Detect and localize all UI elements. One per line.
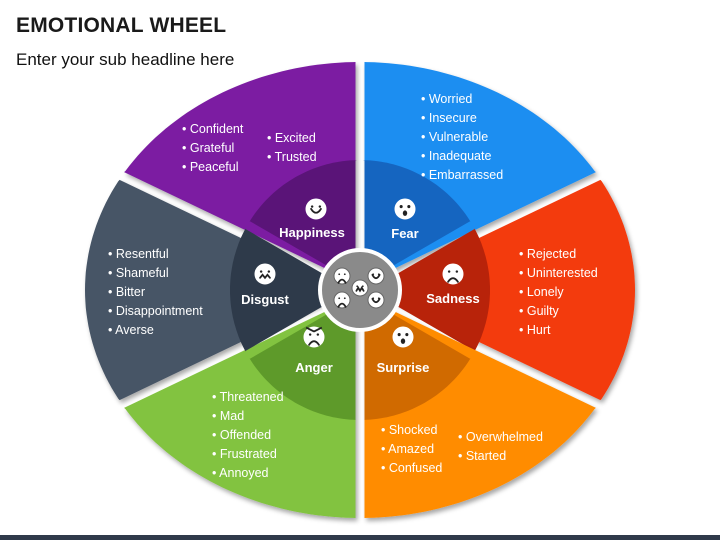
- segment-happiness-label: Happiness: [279, 225, 345, 240]
- segment-surprise-col2-item: • Started: [458, 449, 506, 463]
- segment-surprise-col1-item: • Confused: [381, 461, 442, 475]
- segment-disgust-label: Disgust: [241, 292, 289, 307]
- emotions-faces-icon: [318, 248, 402, 332]
- segment-sadness-col1-item: • Uninterested: [519, 266, 598, 280]
- center-face-icon: [333, 267, 351, 285]
- segment-happiness-col1-item: • Grateful: [182, 141, 234, 155]
- segment-sadness-hub: [362, 228, 490, 352]
- segment-disgust-col1-item: • Disappointment: [108, 304, 203, 318]
- segment-fear-col1-item: • Worried: [421, 92, 472, 106]
- segment-disgust-col1-item: • Bitter: [108, 285, 145, 299]
- segment-disgust: Disgust • Resentful • Shameful • Bitter • Di…: [85, 179, 358, 401]
- segment-disgust-hub: [230, 228, 358, 352]
- segment-anger-label: Anger: [295, 360, 333, 375]
- center-face-icon: [367, 267, 385, 285]
- segment-happiness-col1-item: • Confident: [182, 122, 244, 136]
- center-face-icon: [351, 279, 369, 297]
- sad-face-icon: [441, 262, 465, 286]
- segment-fear-col1-item: • Inadequate: [421, 149, 491, 163]
- segment-fear-col1-item: • Vulnerable: [421, 130, 488, 144]
- segment-disgust-col1-item: • Resentful: [108, 247, 169, 261]
- segment-surprise-col1-item: • Amazed: [381, 442, 434, 456]
- page-title: EMOTIONAL WHEEL: [16, 14, 227, 37]
- segment-sadness-col1-item: • Lonely: [519, 285, 564, 299]
- segment-surprise-col2-item: • Overwhelmed: [458, 430, 543, 444]
- smile-face-icon: [304, 197, 328, 221]
- segment-fear: Fear • Worried • Insecure • Vulnerable • Ina…: [357, 62, 596, 290]
- segment-sadness-outer: [362, 179, 635, 401]
- center-face-icon: [333, 291, 351, 309]
- segment-anger-col1-item: • Mad: [212, 409, 244, 423]
- segment-disgust-outer: [85, 179, 358, 401]
- surprise-face-icon: [391, 325, 415, 349]
- segment-happiness-col2-item: • Trusted: [267, 150, 317, 164]
- bottom-bar: [0, 535, 720, 540]
- page-subtitle: Enter your sub headline here: [16, 50, 235, 69]
- segment-disgust-col1-item: • Averse: [108, 323, 154, 337]
- segment-sadness-label: Sadness: [426, 291, 479, 306]
- segment-happiness-col1-item: • Peaceful: [182, 160, 239, 174]
- segment-anger-col1-item: • Threatened: [212, 390, 284, 404]
- segment-sadness-col1-item: • Guilty: [519, 304, 560, 318]
- segment-sadness: Sadness • Rejected • Uninterested • Lonely •…: [362, 179, 635, 401]
- center-face-icon: [367, 291, 385, 309]
- segment-anger-col1-item: • Offended: [212, 428, 271, 442]
- segment-happiness-col2-item: • Excited: [267, 131, 316, 145]
- segment-sadness-col1-item: • Hurt: [519, 323, 551, 337]
- segment-fear-col1-item: • Embarrassed: [421, 168, 503, 182]
- segment-surprise-col1-item: • Shocked: [381, 423, 438, 437]
- disgust-face-icon: [253, 262, 277, 286]
- segment-sadness-col1-item: • Rejected: [519, 247, 576, 261]
- segment-anger-col1-item: • Annoyed: [212, 466, 269, 480]
- segment-fear-label: Fear: [391, 226, 418, 241]
- segment-anger-col1-item: • Frustrated: [212, 447, 277, 461]
- segment-fear-col1-item: • Insecure: [421, 111, 477, 125]
- segment-disgust-col1-item: • Shameful: [108, 266, 169, 280]
- segment-surprise-label: Surprise: [377, 360, 430, 375]
- fear-face-icon: [393, 197, 417, 221]
- angry-face-icon: [302, 325, 326, 349]
